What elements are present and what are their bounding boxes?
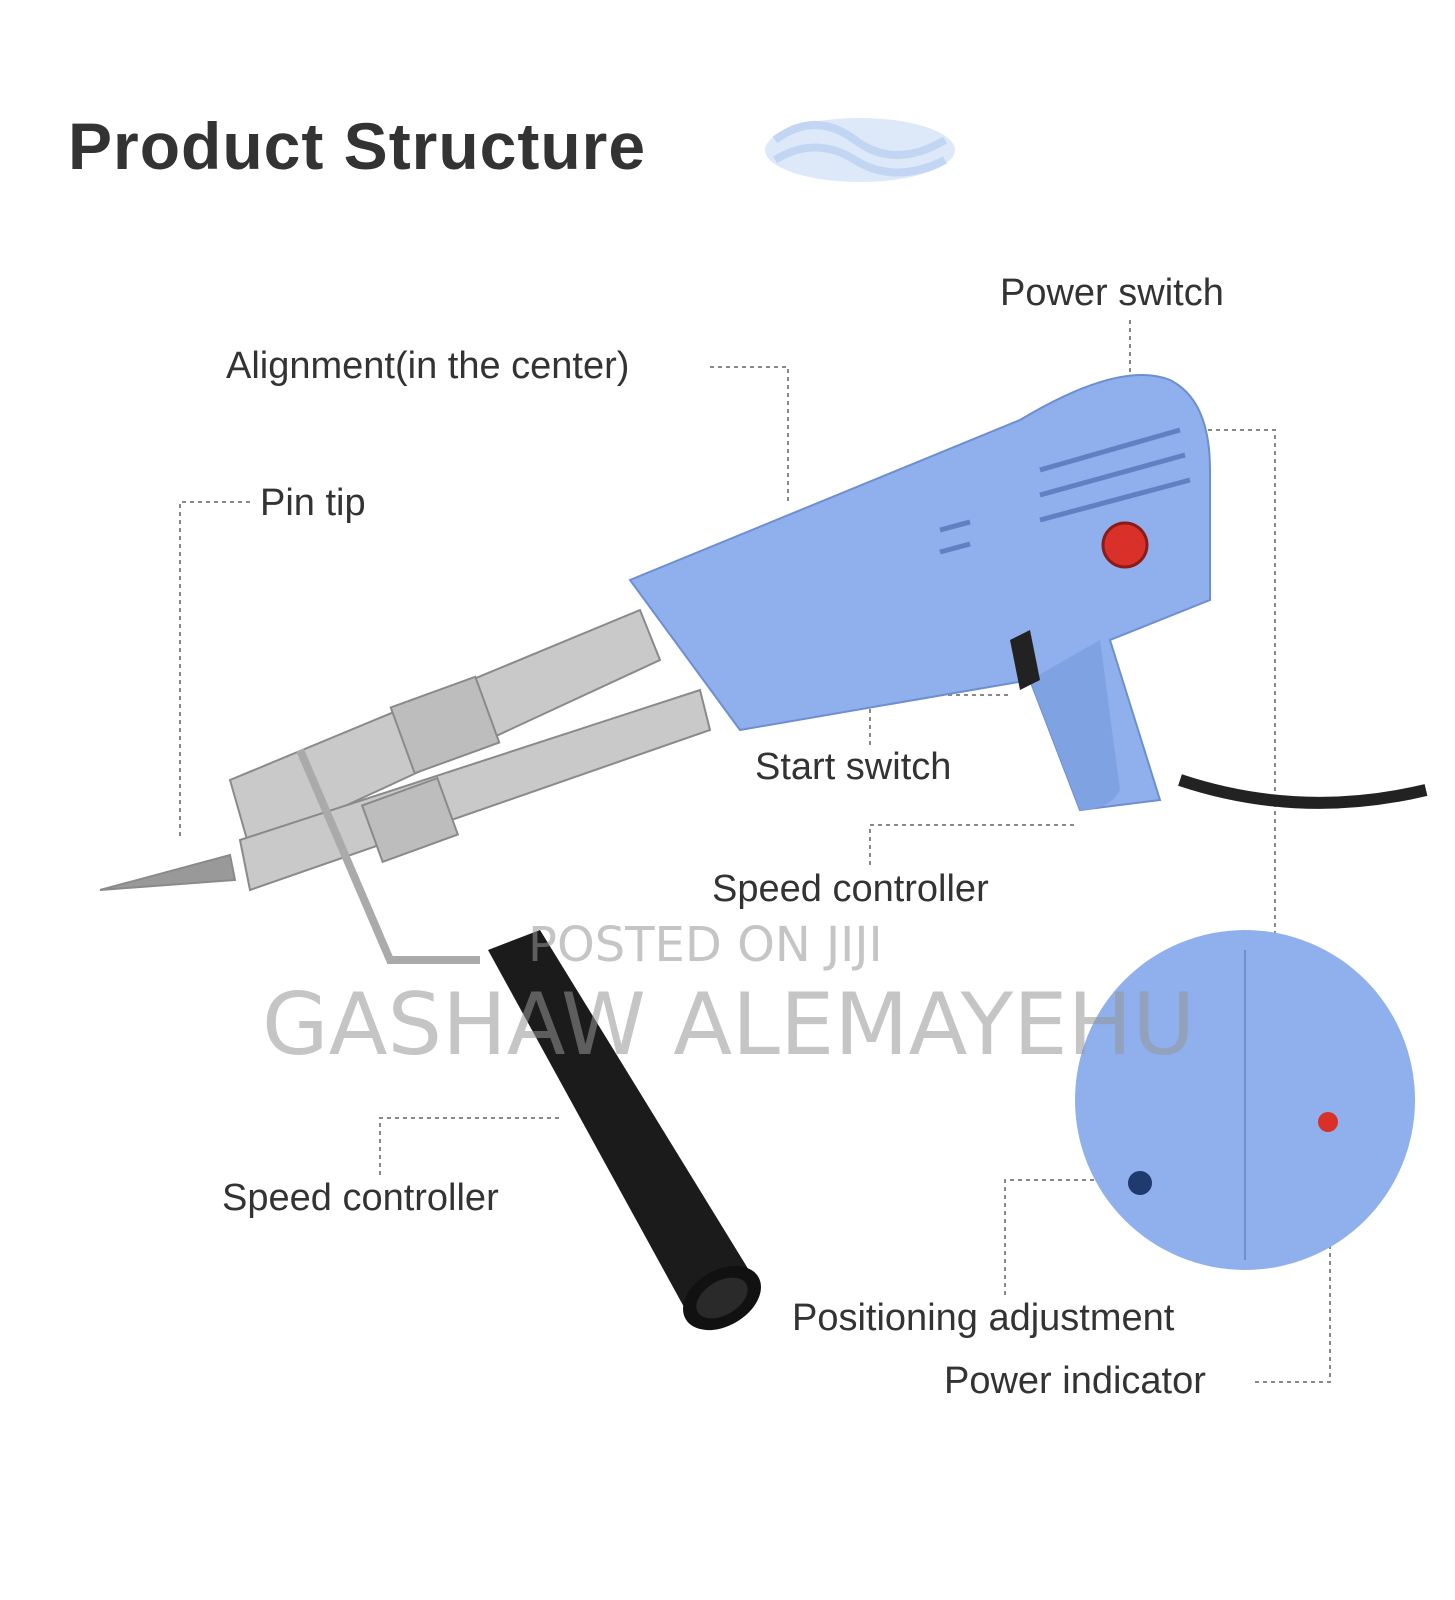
label-alignment: Alignment(in the center) — [226, 345, 630, 387]
page-title: Product Structure — [68, 109, 647, 183]
label-power-switch: Power switch — [1000, 272, 1224, 314]
power-cable — [1178, 774, 1428, 809]
yarn-icon — [765, 118, 955, 182]
detail-circle — [1075, 930, 1415, 1270]
power-switch-button — [1101, 521, 1149, 569]
watermark-line2: GASHAW ALEMAYEHU — [262, 975, 1196, 1075]
positioning-adjustment-knob — [1128, 1171, 1152, 1195]
watermark-line1: POSTED ON JIJI — [528, 917, 883, 973]
label-start-switch: Start switch — [755, 746, 952, 788]
metal-frame — [99, 608, 712, 964]
power-indicator-light — [1318, 1112, 1338, 1132]
label-speed-controller-top: Speed controller — [712, 868, 989, 910]
label-speed-controller-bottom: Speed controller — [222, 1177, 499, 1219]
label-positioning-adjustment: Positioning adjustment — [792, 1297, 1175, 1339]
label-pin-tip: Pin tip — [260, 482, 366, 524]
speed-controller-handle — [488, 930, 761, 1331]
start-switch-trigger — [1010, 630, 1040, 690]
gun-body — [628, 374, 1211, 812]
label-power-indicator: Power indicator — [944, 1360, 1206, 1402]
